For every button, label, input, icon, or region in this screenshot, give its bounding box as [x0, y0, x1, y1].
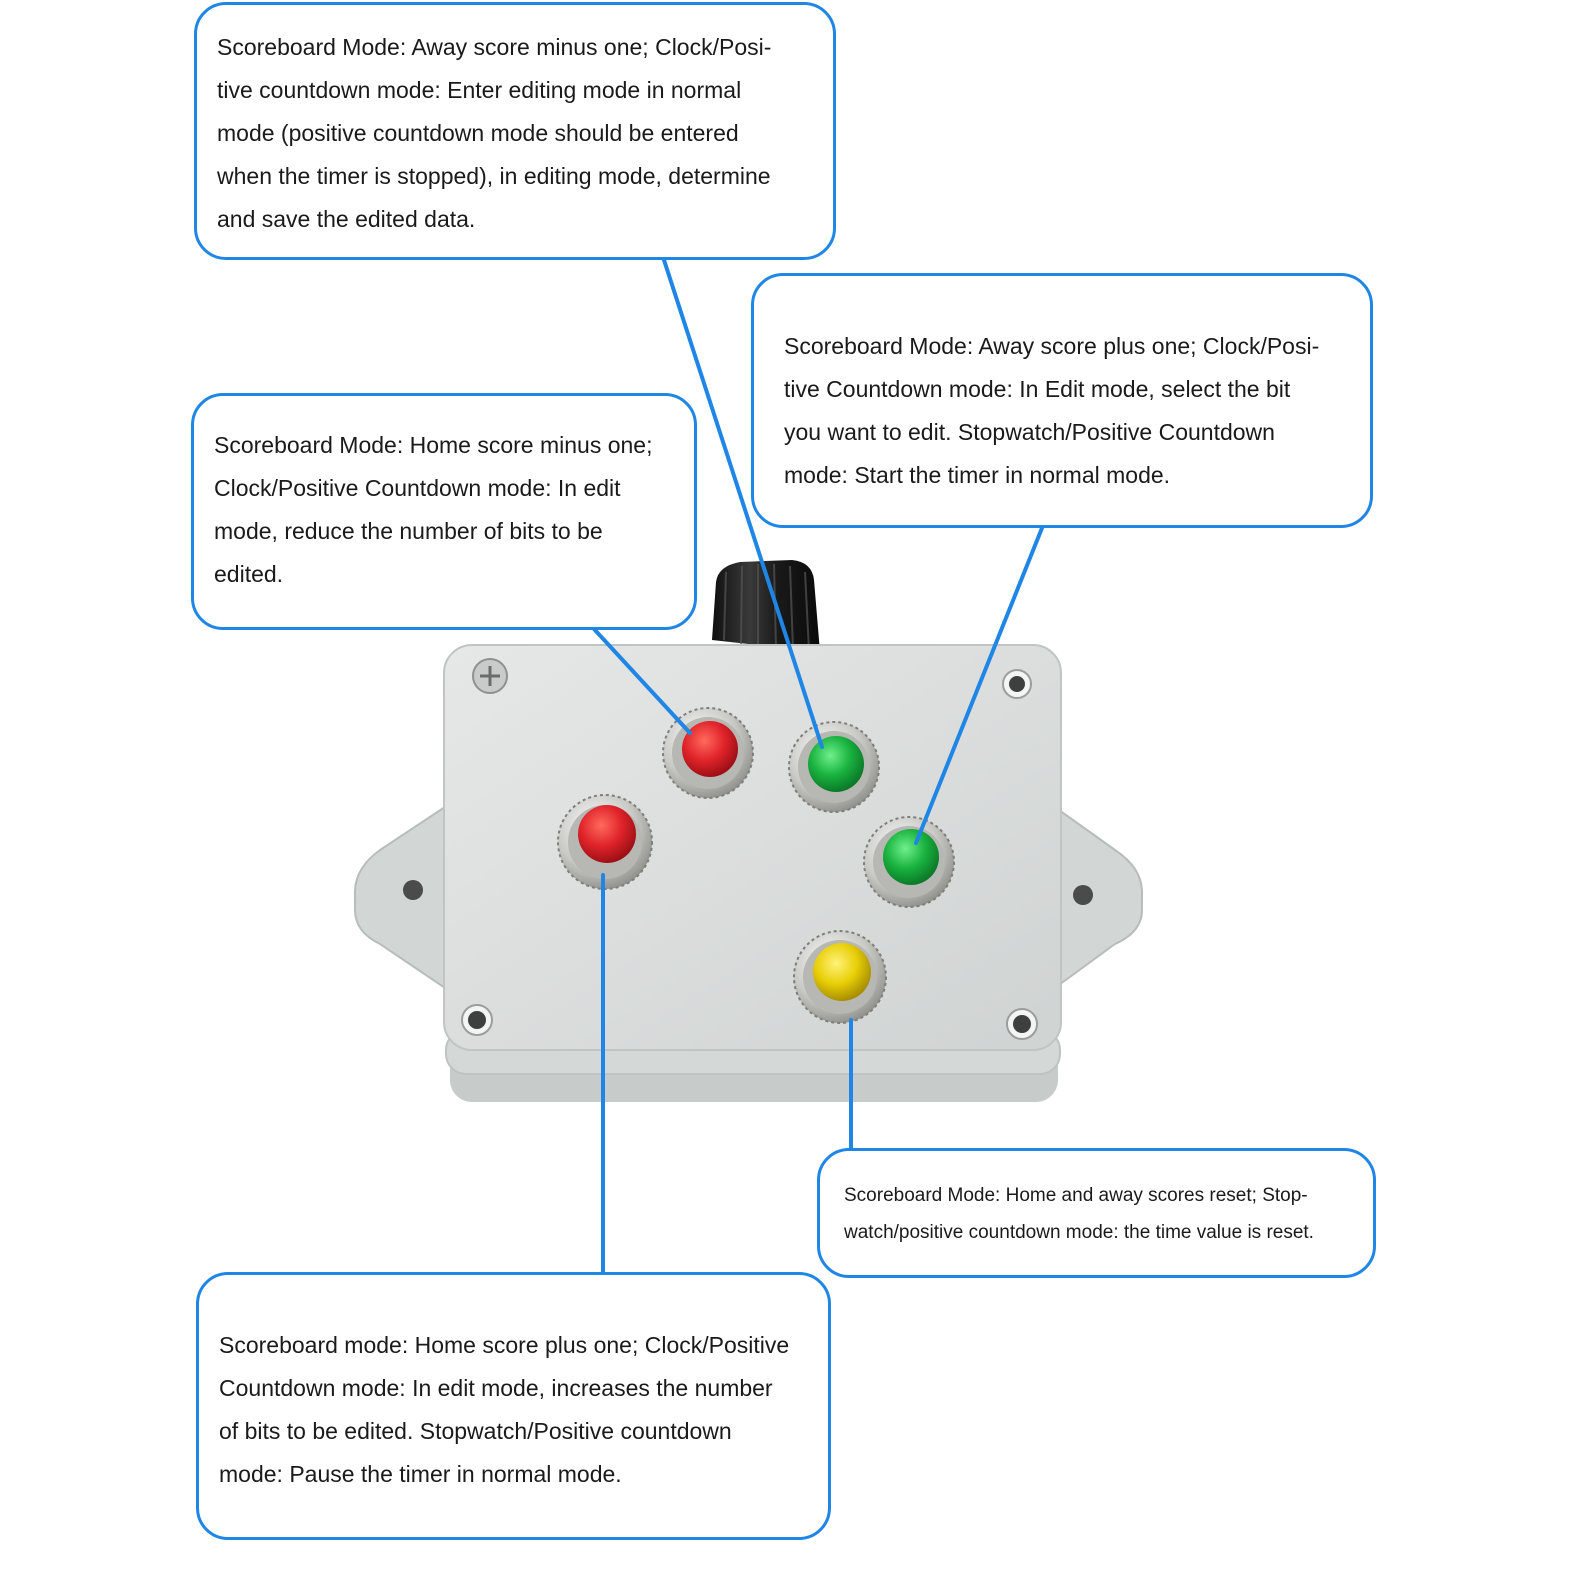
- yellow-button: [793, 930, 887, 1024]
- connector-away-plus: [914, 526, 1044, 845]
- green-button-right: [863, 816, 955, 908]
- flange-hole-left: [403, 880, 423, 900]
- corner-holes: [461, 669, 1038, 1040]
- red-button-left: [557, 794, 653, 890]
- red-button-top: [662, 707, 754, 799]
- flange-hole-right: [1073, 885, 1093, 905]
- callout-home-score-minus: Scoreboard Mode: Home score minus one; C…: [191, 393, 697, 630]
- callout-scores-reset: Scoreboard Mode: Home and away scores re…: [817, 1148, 1376, 1278]
- mounting-flange-right: [1051, 803, 1143, 992]
- screw-icon: [472, 658, 508, 694]
- callout-away-score-minus: Scoreboard Mode: Away score minus one; C…: [194, 2, 836, 260]
- callout-away-score-plus: Scoreboard Mode: Away score plus one; Cl…: [751, 273, 1373, 528]
- connector-lines: [592, 258, 1044, 1274]
- callout-home-score-plus: Scoreboard mode: Home score plus one; Cl…: [196, 1272, 831, 1540]
- connector-away-minus: [662, 258, 824, 749]
- green-button-top: [788, 721, 880, 813]
- mounting-flange-left: [354, 803, 449, 992]
- connector-home-minus: [592, 627, 692, 735]
